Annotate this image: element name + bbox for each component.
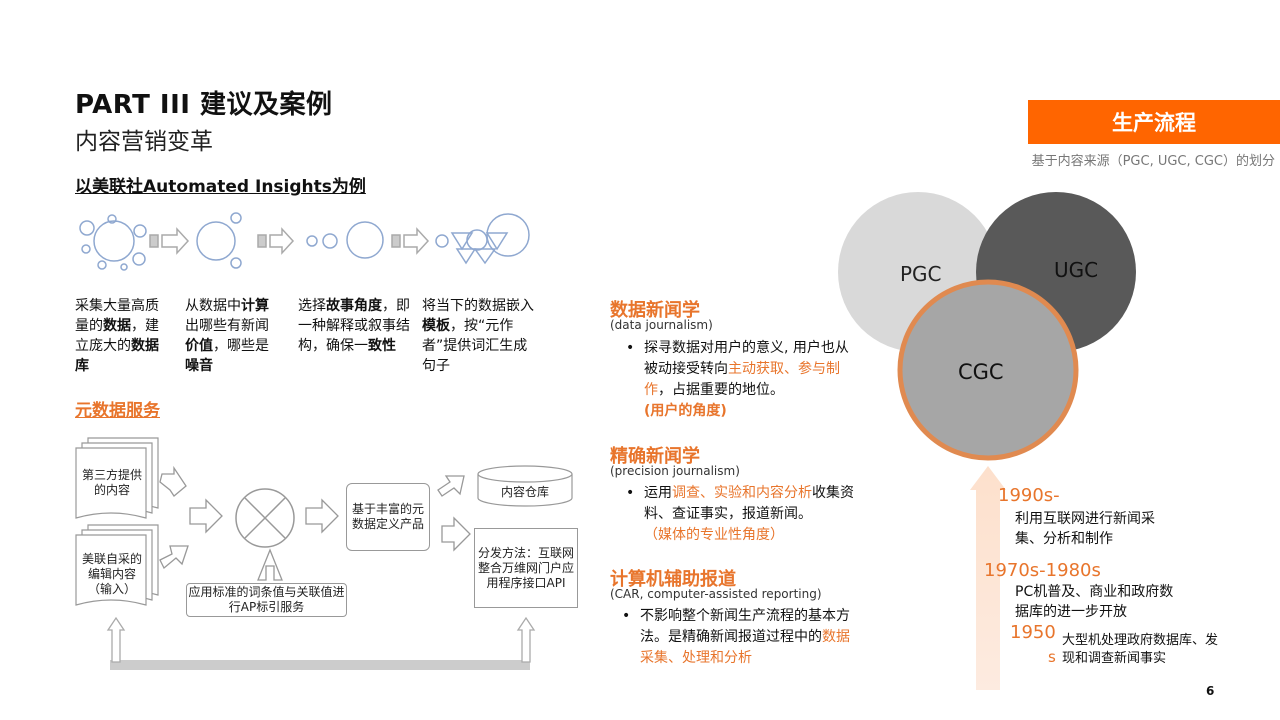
timeline-arrow-icon: [970, 466, 1006, 690]
case-heading: 以美联社Automated Insights为例: [75, 177, 366, 197]
step-3-text: 选择故事角度，即一种解释或叙事结构，确保一致性: [298, 298, 410, 354]
arrow-icon: [189, 498, 223, 534]
car-title: 计算机辅助报道: [610, 569, 736, 590]
step-2-text: 从数据中计算出哪些有新闻价值，哪些是噪音: [185, 298, 269, 374]
cgc-circle: [897, 279, 1079, 461]
era-1950s-suffix: s: [1048, 648, 1056, 666]
precision-journalism-title: 精确新闻学: [610, 446, 700, 467]
bubble-icon: [346, 221, 384, 259]
bubble-icon: [93, 220, 135, 262]
car-bullet: •不影响整个新闻生产流程的基本方法。是精确新闻报道过程中的数据采集、处理和分析: [622, 608, 850, 666]
metadata-heading: 元数据服务: [75, 401, 160, 421]
pgc-label: PGC: [900, 262, 942, 286]
distribution-box: 分发方法：互联网整合万维网门户应用程序接口API: [474, 528, 578, 608]
data-journalism-en: (data journalism): [610, 318, 713, 332]
triangle-icon: [473, 248, 497, 265]
triangle-icon: [455, 248, 477, 265]
ugc-label: UGC: [1054, 258, 1099, 282]
bubble-icon: [486, 213, 530, 257]
bubble-icon: [230, 212, 242, 224]
bubble-icon: [97, 260, 107, 270]
era-1990s-desc: 利用互联网进行新闻采集、分析和制作: [1015, 511, 1155, 547]
tagging-service-box: 应用标准的词条值与关联值进行AP标引服务: [186, 583, 347, 617]
era-1950s: 1950: [1010, 622, 1056, 643]
triangle-icon: [485, 232, 509, 251]
third-party-content-label: 第三方提供的内容: [81, 468, 142, 497]
content-source-venn: [838, 192, 1136, 690]
bubble-icon: [81, 244, 91, 254]
arrow-icon: [305, 498, 339, 534]
precision-journalism-bullet: •运用调查、实验和内容分析收集资料、查证事实，报道新闻。 （媒体的专业性角度）: [626, 485, 854, 543]
arrow-icon: [106, 616, 126, 663]
arrow-icon: [149, 227, 430, 255]
precision-journalism-en: (precision journalism): [610, 464, 740, 478]
car-en: (CAR, computer-assisted reporting): [610, 587, 822, 601]
bubble-icon: [120, 263, 128, 271]
arrow-icon: [257, 548, 283, 581]
production-subtitle: 基于内容来源（PGC, UGC, CGC）的划分: [1031, 154, 1275, 169]
page-title: PART III 建议及案例: [75, 90, 333, 120]
arrow-icon: [159, 545, 189, 570]
arrow-icon: [437, 475, 465, 497]
bubble-icon: [196, 221, 236, 261]
content-repository-label: 内容仓库: [500, 484, 549, 499]
ap-content-label: 美联自采的编辑内容（输入）: [81, 551, 142, 596]
step-4-text: 将当下的数据嵌入模板，按“元作者”提供词汇生成句子: [422, 298, 534, 374]
metadata-flow-diagram: [75, 437, 573, 670]
arrow-icon: [441, 516, 471, 552]
arrow-icon: [516, 616, 536, 663]
cgc-label: CGC: [958, 360, 1004, 384]
data-journalism-bullet: •探寻数据对用户的意义, 用户也从被动接受转向主动获取、参与制作，占据重要的地位…: [626, 340, 849, 419]
page-subtitle: 内容营销变革: [75, 129, 213, 155]
era-1950s-desc: 大型机处理政府数据库、发现和调查新闻事实: [1062, 633, 1219, 666]
triangle-icon: [450, 232, 474, 251]
product-definition-box: 基于丰富的元数据定义产品: [346, 483, 430, 551]
era-1970s: 1970s-1980s: [984, 560, 1101, 581]
era-1990s: 1990s-: [998, 485, 1060, 506]
era-1970s-desc: PC机普及、商业和政府数据库的进一步开放: [1015, 584, 1174, 620]
bubble-icon: [322, 233, 338, 249]
bubble-icon: [79, 220, 95, 236]
data-journalism-title: 数据新闻学: [610, 300, 700, 321]
production-banner: 生产流程: [1028, 100, 1280, 144]
bubble-icon: [133, 224, 147, 238]
bubble-icon: [132, 252, 146, 266]
process-diagram: [79, 212, 530, 271]
page-number: 6: [1206, 684, 1215, 698]
database-icon: [477, 465, 573, 507]
bubble-icon: [107, 214, 117, 224]
bubble-icon: [306, 235, 318, 247]
bubble-icon: [435, 234, 449, 248]
step-1-text: 采集大量高质量的数据，建立庞大的数据库: [75, 298, 159, 374]
arrow-icon: [159, 465, 187, 497]
bubble-icon: [230, 257, 242, 269]
